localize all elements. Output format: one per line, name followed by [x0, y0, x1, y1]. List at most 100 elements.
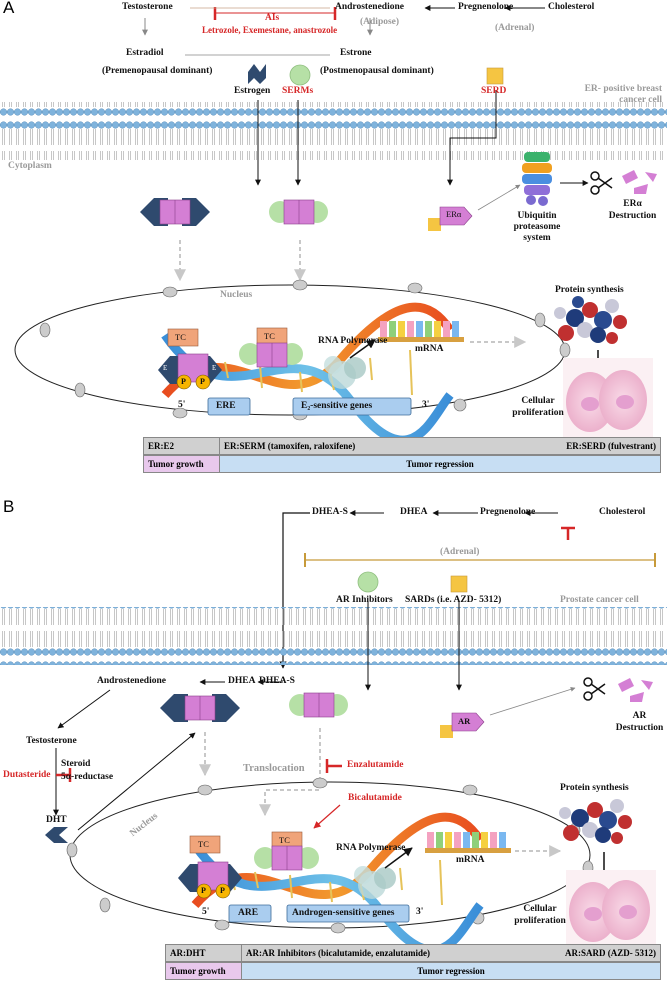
arrow-dht-binding: [77, 732, 196, 831]
cellular-proliferation-label-a: Cellular proliferation: [512, 396, 564, 418]
prostate-cell-label: Prostate cancer cell: [560, 595, 639, 605]
dht-ligand-icon: [45, 827, 68, 843]
sard-ligand-icon: [450, 575, 468, 593]
cytoplasm-label: Cytoplasm: [8, 161, 52, 171]
estrogen-ligand-icon: [248, 64, 266, 84]
p-label-b1: P: [201, 886, 206, 895]
ar-sard-b: [440, 712, 485, 738]
mrna-label-a: mRNA: [415, 344, 444, 354]
scissors-icon: [590, 171, 613, 195]
androgen-genes-label: Androgen-sensitive genes: [292, 908, 395, 918]
panel-b-label: B: [3, 497, 15, 516]
cell-membrane-b: [0, 607, 667, 665]
tc-label-b1: TC: [198, 839, 209, 849]
tc-label-b2: TC: [279, 835, 290, 845]
nucleus-label-a: Nucleus: [220, 290, 253, 300]
cholesterol-label-b: Cholesterol: [599, 507, 646, 517]
er-alpha-serd-a: [428, 206, 473, 231]
mrna-strand-a: [378, 321, 464, 342]
bicalutamide-arrow: [313, 804, 341, 829]
protein-synthesis-b-icon: [559, 799, 632, 844]
protein-synthesis-a-icon: [554, 296, 627, 344]
testosterone-label-b: Testosterone: [26, 736, 77, 746]
mrna-label-b: mRNA: [456, 855, 485, 865]
androstenedione-label-b: Androstenedione: [97, 676, 166, 686]
arrow-transcription-b: [384, 847, 413, 869]
ar-inhibitors-label: AR Inhibitors: [336, 595, 393, 605]
ar-inhibitor-ligand-icon: [357, 571, 379, 593]
e-label-right: E: [212, 364, 217, 372]
p-label-a2: P: [200, 377, 205, 386]
arrow-serd-entry: [447, 90, 497, 186]
adipose-label: (Adipose): [360, 17, 400, 27]
dutasteride-inhibitor-icon: [56, 768, 72, 782]
androstenedione-label: Androstenedione: [335, 2, 404, 12]
estradiol-label: Estradiol: [126, 48, 164, 58]
e2-genes-box: [292, 397, 412, 416]
dhea-in-label: DHEA: [228, 676, 256, 686]
cholesterol-label: Cholesterol: [548, 2, 595, 12]
p-label-a1: P: [181, 377, 186, 386]
cell-proliferation-a-icon: [563, 358, 653, 438]
er-positive-cell-label: ER- positive breast cancer cell: [584, 84, 662, 105]
cholesterol-inhibitor-icon: [561, 526, 575, 540]
dheas-label-b: DHEA-S: [312, 507, 348, 517]
inhibitor-bound-complex-b: [254, 831, 319, 871]
arrow-androstenedione-testosterone: [57, 689, 111, 729]
three-prime-label-b: 3': [416, 907, 424, 917]
table-b-ar-dht: AR:DHT: [165, 944, 243, 962]
mrna-strand-b: [425, 832, 511, 853]
ar-inhibitor-complex-b: [289, 692, 348, 718]
er-serm-complex-a: [269, 199, 328, 225]
dhea-label-b: DHEA: [400, 507, 428, 517]
serd-label: SERD: [481, 86, 507, 96]
ere-label: ERE: [216, 401, 236, 411]
pregnenolone-label-b: Pregnenolone: [480, 507, 536, 517]
are-label: ARE: [238, 908, 259, 918]
are-box: [228, 904, 272, 923]
pregnenolone-label: Pregnenolone: [458, 2, 514, 12]
protein-synthesis-label-a: Protein synthesis: [555, 285, 624, 295]
dheas-in-label: DHEA-S: [259, 676, 295, 686]
ar-dht-complex-b: [160, 694, 240, 722]
bicalutamide-label: Bicalutamide: [348, 793, 402, 803]
serd-ligand-icon: [486, 67, 504, 85]
estrogen-label: Estrogen: [234, 86, 271, 96]
ai-drugs-label: Letrozole, Exemestane, anastrozole: [202, 25, 338, 35]
reductase-label: 5α-reductase: [61, 772, 114, 782]
receptor-fragments-b-icon: [618, 678, 653, 702]
er-alpha-label: ERα: [446, 209, 462, 219]
table-a-er-serm: ER:SERM (tamoxifen, raloxifene): [224, 441, 356, 451]
table-a-tumor-regression: Tumor regression: [219, 455, 661, 473]
dht-label: DHT: [46, 815, 67, 825]
table-a-serm-serd-row: ER:SERM (tamoxifen, raloxifene) ER:SERD …: [219, 437, 661, 455]
cell-membrane-a: [0, 102, 667, 160]
ar-label-sard: AR: [458, 716, 471, 726]
arrow-to-proteasome: [477, 184, 521, 211]
premenopausal-label: (Premenopausal dominant): [102, 66, 213, 76]
tc-label-a1: TC: [175, 332, 186, 342]
sards-label: SARDs (i.e. AZD- 5312): [405, 595, 502, 605]
ai-inhibition-bracket: [213, 7, 337, 20]
panel-a-label: A: [3, 0, 15, 17]
translocation-arrow-inhibitor: [259, 728, 321, 817]
ar-destruction-label: AR Destruction: [615, 711, 664, 733]
three-prime-label-a: 3': [422, 400, 430, 410]
rna-polymerase-b-icon: [354, 866, 396, 899]
table-a-tumor-growth: Tumor growth: [143, 455, 221, 473]
er-alpha-destruction-label: ERα Destruction: [608, 199, 657, 221]
arrow-to-destruction-b: [489, 687, 576, 716]
table-b-inhibitor-sard-row: AR:AR Inhibitors (bicalutamide, enzaluta…: [241, 944, 661, 962]
table-b-tumor-growth: Tumor growth: [165, 962, 243, 980]
postmenopausal-label: (Postmenopausal dominant): [320, 66, 434, 76]
er-e2-complex-a: [140, 198, 210, 226]
table-a-er-serd: ER:SERD (fulvestrant): [566, 441, 656, 451]
five-prime-label-b: 5': [202, 907, 210, 917]
arrow-transcription-a: [349, 339, 376, 359]
ere-bound-complex-a: [158, 328, 222, 390]
serms-label: SERMs: [282, 86, 314, 96]
p-label-b2: P: [220, 886, 225, 895]
table-b-tumor-regression: Tumor regression: [241, 962, 661, 980]
are-bound-complex-b: [178, 835, 242, 899]
